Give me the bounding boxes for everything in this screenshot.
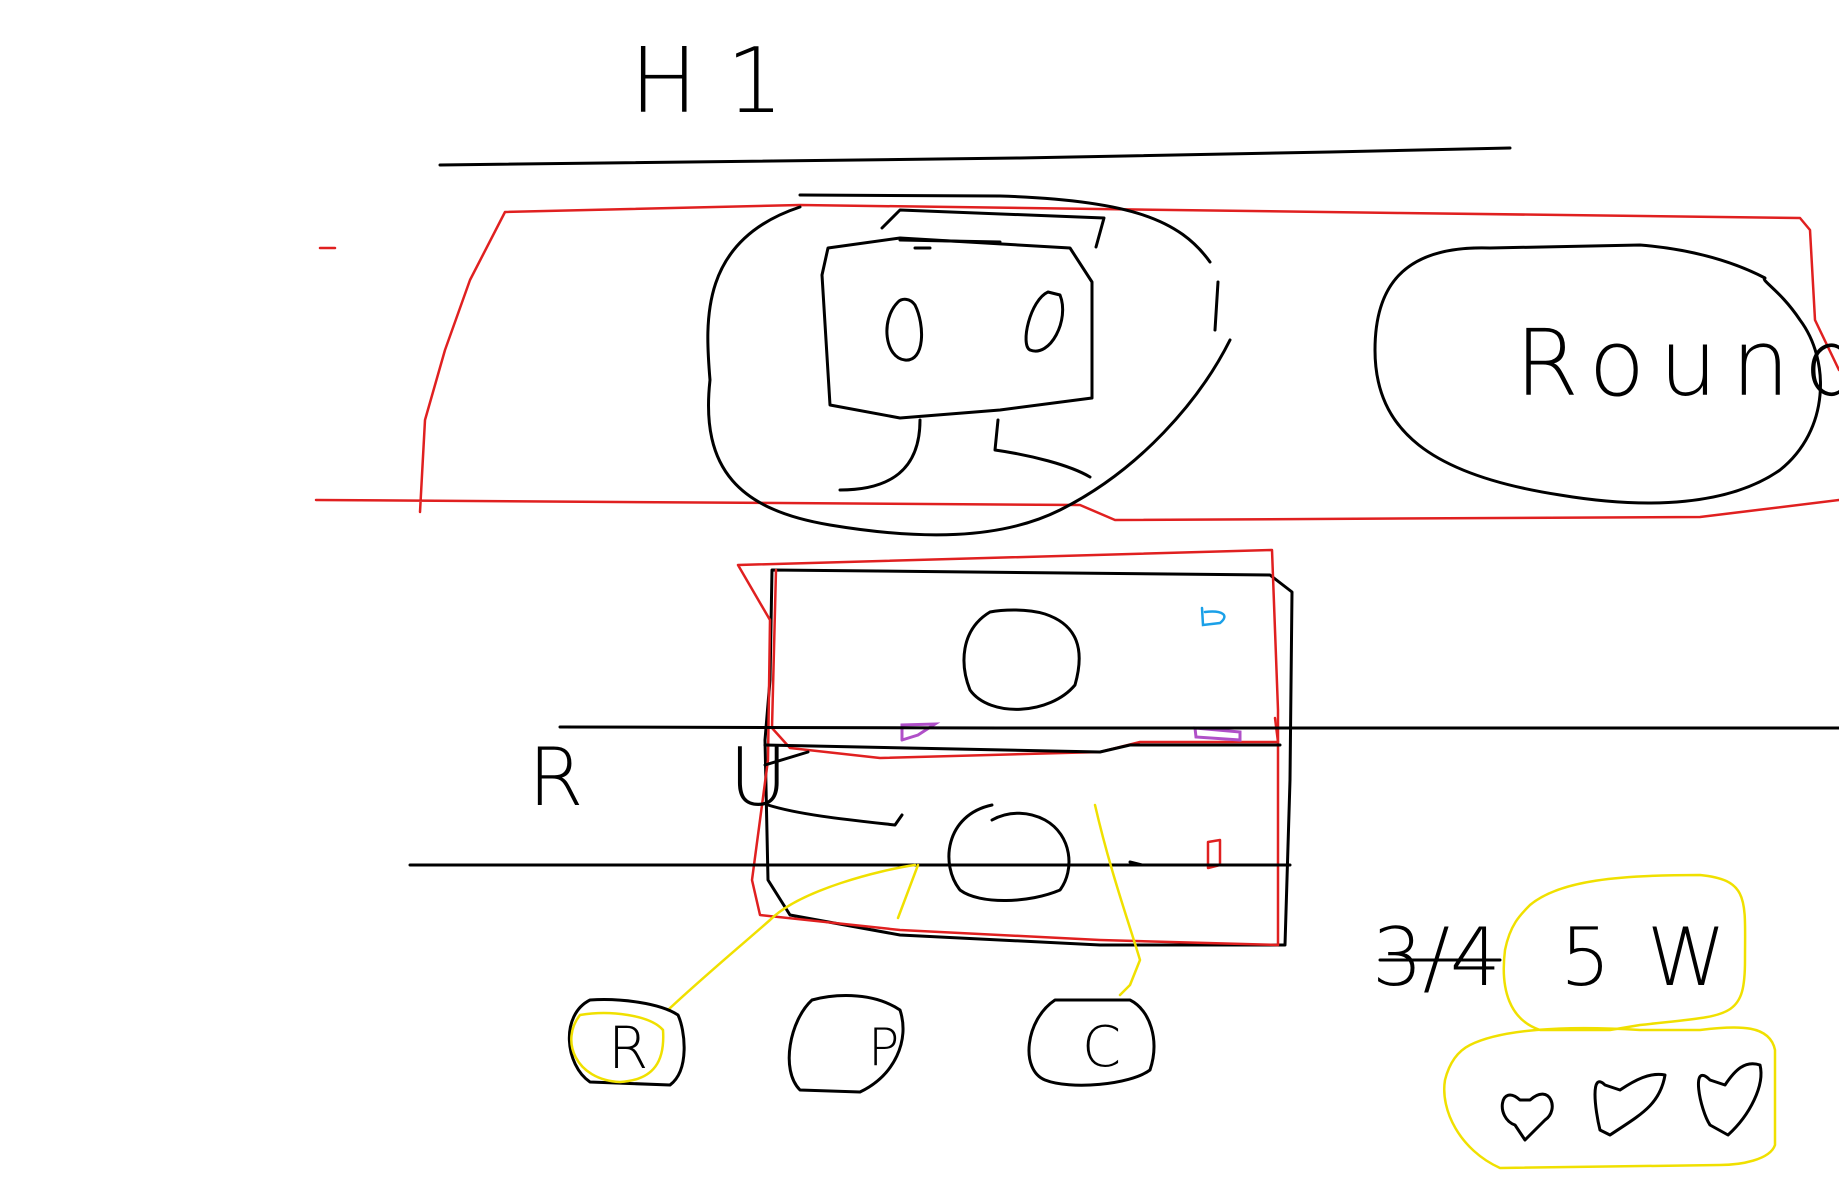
connector-to-third-button: [1093, 803, 1142, 997]
small-button-r-label: R: [608, 1014, 648, 1082]
heading: H 1: [630, 29, 784, 134]
record-card-outline: [763, 568, 1294, 947]
robot-right-eye: [1024, 290, 1065, 353]
record-top-row-selection: [770, 568, 1280, 760]
ratio-kept: 5W: [1560, 911, 1762, 1004]
record-row-divider: [763, 743, 1282, 754]
round-button[interactable]: Round: [1373, 243, 1839, 505]
small-button-r[interactable]: R: [567, 998, 686, 1087]
heart-icon: [1500, 1092, 1554, 1142]
record-blue-mark: [1200, 606, 1226, 627]
heart-icon: [1696, 1062, 1763, 1137]
record-top-circle: [962, 608, 1081, 711]
record-left-flap: [763, 750, 904, 827]
heading-text: H 1: [630, 29, 784, 134]
small-button-c-label: C: [1082, 1015, 1121, 1080]
row-left-letters: R U: [528, 731, 848, 824]
hearts-rating[interactable]: [1443, 1026, 1777, 1170]
ratio-note: 3/4: [1372, 911, 1502, 1004]
robot-head-box: [820, 236, 1094, 420]
small-button-p-label: P: [868, 1018, 899, 1078]
hearts-highlight: [1443, 1026, 1777, 1170]
small-button-r-highlight: [570, 1011, 665, 1084]
connector-to-first-button: [666, 863, 920, 1012]
upper-horizontal-line: [558, 725, 1839, 730]
small-button-c-outline: [1027, 998, 1156, 1087]
record-card-selection: [736, 548, 1280, 947]
heading-underline: [438, 146, 1512, 167]
record-bottom-circle: [947, 803, 1071, 902]
ratio-struck: 3/4: [1372, 911, 1501, 1004]
small-button-p-outline: [787, 994, 905, 1094]
robot-left-eye: [885, 297, 924, 362]
heart-icon: [1593, 1072, 1667, 1137]
robot-legs: [838, 418, 1092, 492]
round-button-label: Round: [1515, 310, 1839, 417]
record-purple-mark: [900, 722, 1242, 742]
ratio-5w-option[interactable]: 5W: [1502, 873, 1762, 1032]
ratio-5w-highlight: [1502, 873, 1747, 1032]
small-button-r-outline: [567, 998, 686, 1087]
small-button-p[interactable]: P: [787, 994, 905, 1094]
record-card[interactable]: [736, 548, 1294, 947]
robot-outer-circle: [706, 193, 1232, 537]
robot-face-button[interactable]: [706, 193, 1232, 537]
round-button-outline: [1373, 243, 1822, 505]
small-button-c[interactable]: C: [1027, 998, 1156, 1087]
top-selection-frame: [314, 203, 1839, 522]
